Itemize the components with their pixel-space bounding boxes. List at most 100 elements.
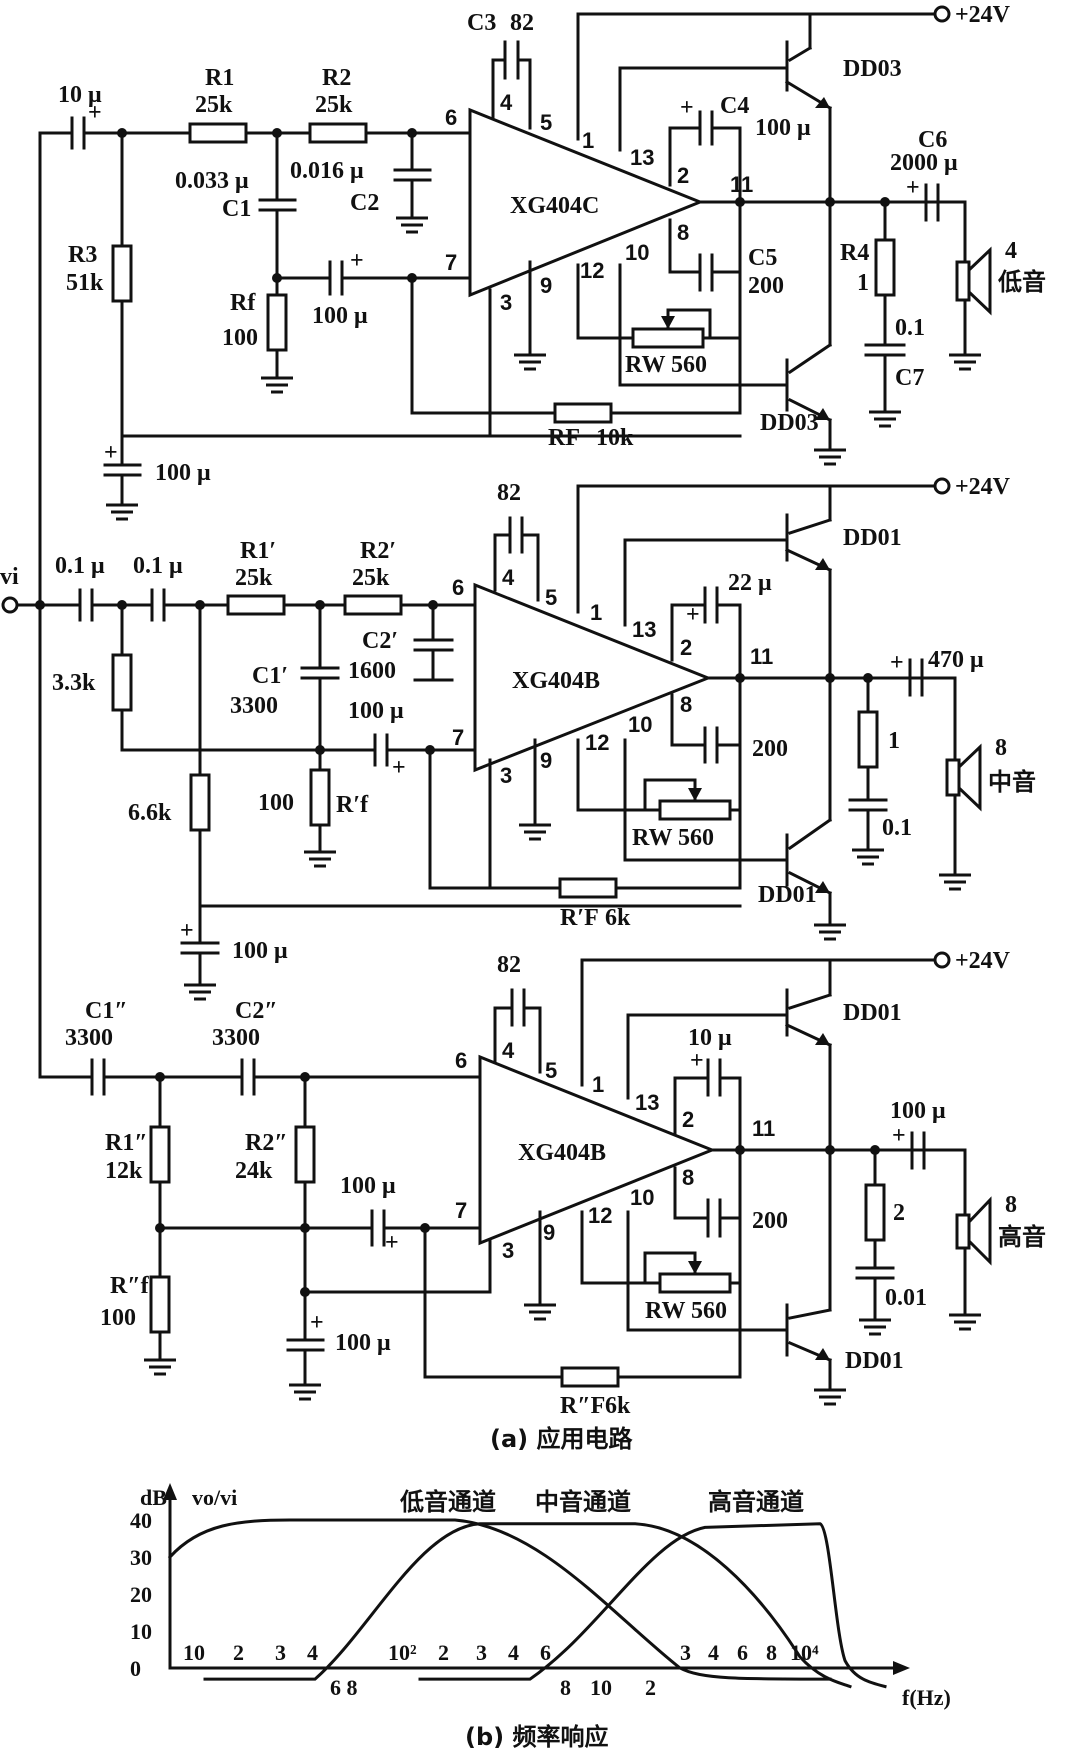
- svg-text:200: 200: [752, 1208, 788, 1234]
- svg-text:R′f: R′f: [336, 792, 369, 818]
- x-tick-label: 6: [540, 1640, 551, 1665]
- svg-text:C6: C6: [918, 127, 947, 153]
- svg-text:12: 12: [585, 730, 609, 755]
- svg-text:+: +: [680, 95, 694, 121]
- svg-text:8: 8: [677, 220, 689, 245]
- svg-text:R1: R1: [205, 65, 234, 91]
- svg-text:C2″: C2″: [235, 998, 278, 1024]
- svg-text:0.1: 0.1: [895, 315, 925, 341]
- svg-text:12: 12: [588, 1203, 612, 1228]
- svg-text:100 μ: 100 μ: [155, 460, 211, 486]
- svg-text:DD01: DD01: [843, 525, 902, 551]
- speaker-icon: [945, 743, 982, 812]
- svg-text:R2″: R2″: [245, 1130, 288, 1156]
- svg-text:DD03: DD03: [760, 410, 819, 436]
- svg-text:25k: 25k: [352, 565, 390, 591]
- svg-text:中音: 中音: [988, 768, 1036, 796]
- svg-text:6k: 6k: [605, 905, 631, 931]
- svg-text:0.016 μ: 0.016 μ: [290, 158, 364, 184]
- x-tick-label: 3: [275, 1640, 286, 1665]
- pot-rw[interactable]: [631, 327, 705, 349]
- channel-bass: + 10 μ R1 25k R2 25k 0.016 μ C2 0.033 μ …: [38, 2, 1046, 521]
- x-tick-label: 6 8: [330, 1675, 358, 1700]
- x-tick-label: 2: [438, 1640, 449, 1665]
- svg-text:XG404C: XG404C: [510, 193, 599, 219]
- svg-text:25k: 25k: [235, 565, 273, 591]
- svg-text:C5: C5: [748, 245, 777, 271]
- svg-text:C2: C2: [350, 190, 379, 216]
- svg-text:+: +: [310, 1310, 324, 1336]
- svg-text:25k: 25k: [315, 92, 353, 118]
- svg-text:8: 8: [682, 1165, 694, 1190]
- svg-text:C1′: C1′: [252, 663, 288, 689]
- svg-text:+: +: [180, 918, 194, 944]
- svg-text:2: 2: [680, 635, 692, 660]
- svg-text:7: 7: [452, 725, 464, 750]
- svg-text:8: 8: [1005, 1192, 1017, 1218]
- channel-mid: 0.1 μ 0.1 μ R1′ 25k R2′ 25k C2′ 1600 C1′…: [38, 474, 1036, 1001]
- svg-text:2: 2: [677, 163, 689, 188]
- svg-text:C3: C3: [467, 10, 496, 36]
- resistor-r1: [188, 122, 248, 144]
- svg-text:3: 3: [500, 763, 512, 788]
- svg-text:5: 5: [545, 585, 557, 610]
- svg-text:R′F: R′F: [560, 905, 599, 931]
- svg-text:1: 1: [582, 128, 594, 153]
- svg-text:22 μ: 22 μ: [728, 570, 772, 596]
- svg-text:3300: 3300: [230, 693, 278, 719]
- svg-text:R1′: R1′: [240, 538, 276, 564]
- svg-text:12k: 12k: [105, 1158, 143, 1184]
- svg-text:7: 7: [455, 1198, 467, 1223]
- svg-text:RW 560: RW 560: [645, 1298, 727, 1324]
- svg-text:12: 12: [580, 258, 604, 283]
- svg-text:100 μ: 100 μ: [348, 698, 404, 724]
- svg-text:10: 10: [628, 712, 652, 737]
- frequency-response-chart: dB vo/vi f(Hz) 低音通道 中音通道 高音通道 403020100 …: [130, 1483, 951, 1710]
- svg-text:100 μ: 100 μ: [312, 303, 368, 329]
- x-tick-label: 6: [737, 1640, 748, 1665]
- svg-text:100 μ: 100 μ: [335, 1330, 391, 1356]
- series-curve-1: [167, 1518, 832, 1681]
- svg-text:25k: 25k: [195, 92, 233, 118]
- svg-text:+: +: [350, 248, 364, 274]
- svg-text:11: 11: [752, 1116, 775, 1141]
- svg-text:C4: C4: [720, 93, 749, 119]
- svg-text:24k: 24k: [235, 1158, 273, 1184]
- svg-text:6: 6: [452, 575, 464, 600]
- svg-text:51k: 51k: [66, 270, 104, 296]
- svg-text:10: 10: [630, 1185, 654, 1210]
- svg-text:8: 8: [995, 735, 1007, 761]
- svg-text:3.3k: 3.3k: [52, 670, 96, 696]
- svg-text:RF: RF: [548, 425, 580, 451]
- input-terminal[interactable]: [1, 596, 19, 614]
- svg-text:10 μ: 10 μ: [688, 1025, 732, 1051]
- svg-text:R3: R3: [68, 242, 97, 268]
- chart-xlabel: f(Hz): [902, 1685, 951, 1710]
- caption-b: (b) 频率响应: [465, 1723, 608, 1751]
- svg-text:+24V: +24V: [955, 948, 1011, 974]
- svg-text:DD01: DD01: [758, 882, 817, 908]
- svg-text:R2′: R2′: [360, 538, 396, 564]
- x-tick-label: 4: [307, 1640, 318, 1665]
- x-tick-label: 2: [645, 1675, 656, 1700]
- svg-text:+: +: [906, 175, 920, 201]
- x-tick-label: 8: [766, 1640, 777, 1665]
- svg-text:100: 100: [100, 1305, 136, 1331]
- svg-text:+: +: [392, 755, 406, 781]
- svg-text:+: +: [385, 1230, 399, 1256]
- chart-ratio-label: vo/vi: [192, 1485, 237, 1510]
- svg-text:470 μ: 470 μ: [928, 647, 984, 673]
- series-curve-3: [418, 1522, 887, 1689]
- svg-text:2000 μ: 2000 μ: [890, 150, 958, 176]
- input-label: vi: [0, 564, 19, 590]
- svg-text:13: 13: [630, 145, 654, 170]
- svg-text:2: 2: [893, 1200, 905, 1226]
- svg-text:RW 560: RW 560: [632, 825, 714, 851]
- svg-text:0.01: 0.01: [885, 1285, 927, 1311]
- svg-text:+: +: [890, 650, 904, 676]
- svg-text:5: 5: [545, 1058, 557, 1083]
- input-bus: vi: [0, 131, 45, 1079]
- svg-text:0.1 μ: 0.1 μ: [133, 553, 183, 579]
- svg-text:11: 11: [730, 172, 753, 197]
